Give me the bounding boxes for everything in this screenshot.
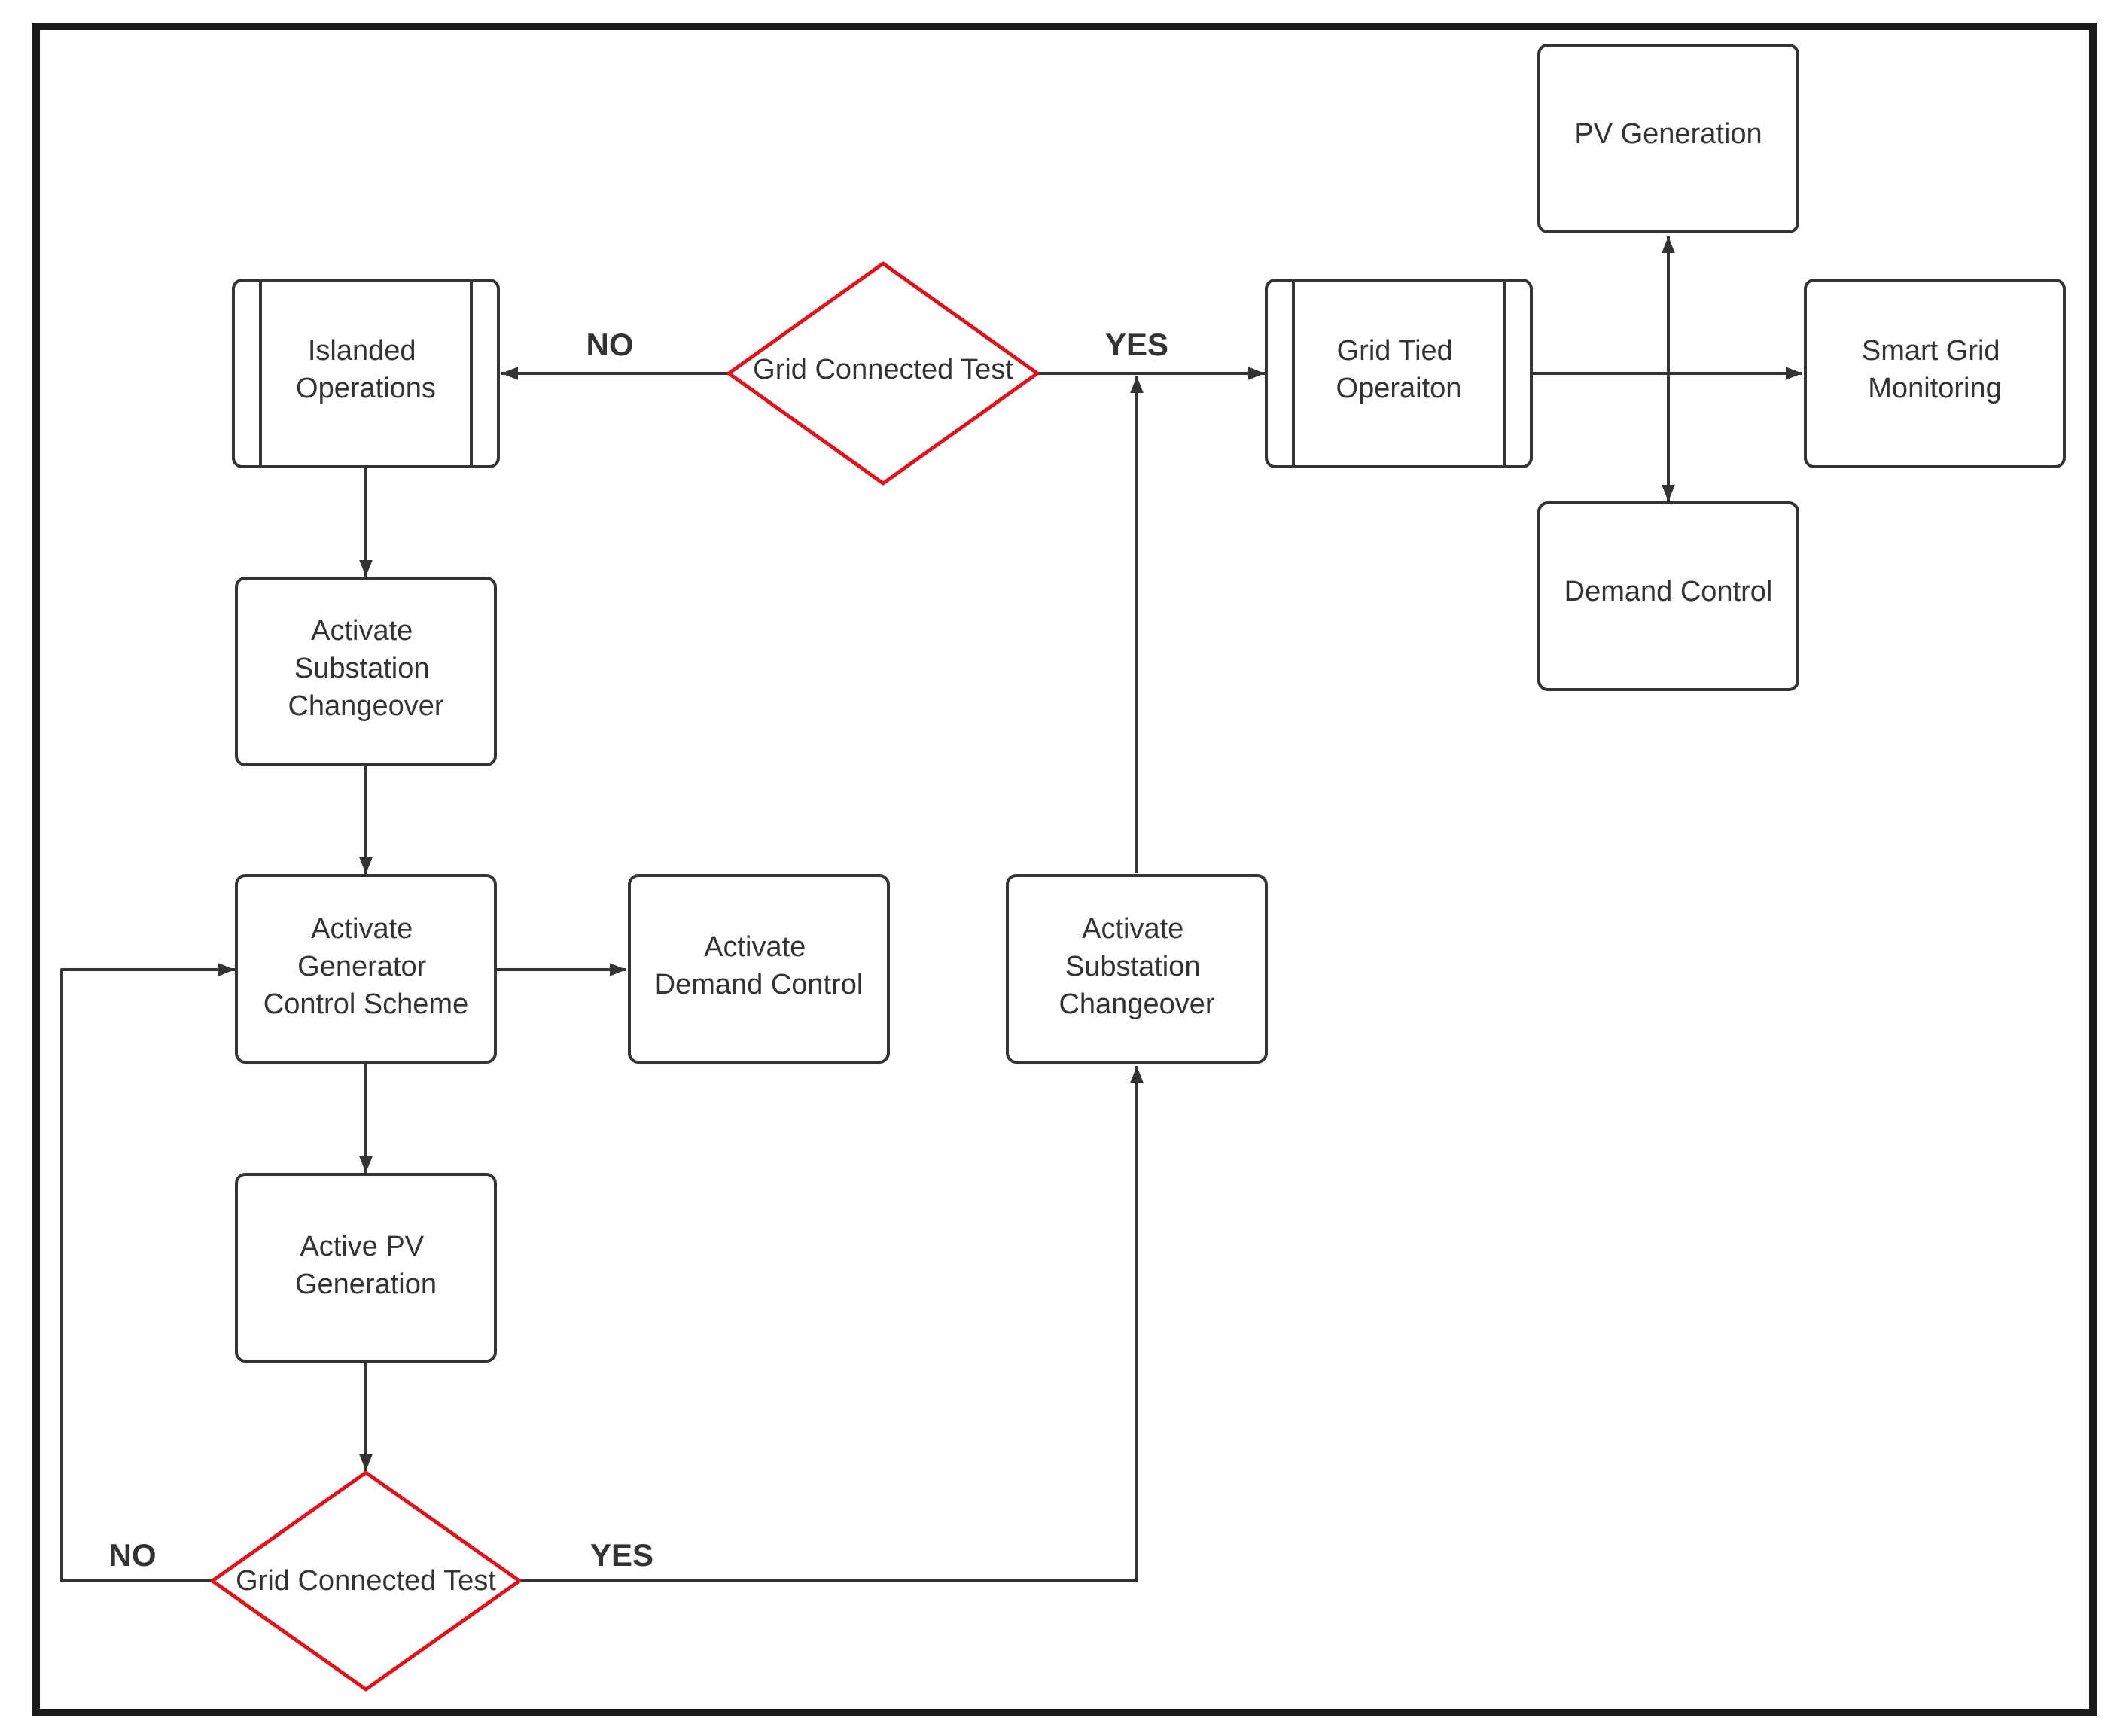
activate-demand-label-line-1: Activate xyxy=(704,931,806,963)
islanded-label-line-1: Islanded xyxy=(308,335,416,367)
edges xyxy=(60,236,1802,1582)
grid-connected-test-top-label: Grid Connected Test xyxy=(753,354,1013,385)
edge-label-bottom-no: NO xyxy=(109,1537,157,1573)
node-demand-control-top: Demand Control xyxy=(1537,501,1799,691)
active-pv-label-line-1: Active PV xyxy=(300,1231,424,1262)
islanded-label-line-2: Operations xyxy=(296,373,436,404)
generator-label-line-3: Control Scheme xyxy=(263,988,468,1020)
node-smart-grid-monitoring: Smart Grid Monitoring xyxy=(1804,279,2066,468)
substation-right-label-line-2: Substation xyxy=(1065,951,1201,982)
node-grid-tied-operation: Grid Tied Operaiton xyxy=(1265,279,1533,468)
node-grid-connected-test-bottom: Grid Connected Test xyxy=(210,1470,522,1692)
svg-text:Activate Substation: Activate Substation Changeover xyxy=(288,615,443,722)
substation-left-label-line-2: Substation xyxy=(294,653,430,684)
node-islanded-operations: Islanded Operations xyxy=(232,279,500,468)
node-pv-generation: PV Generation xyxy=(1537,44,1799,233)
generator-label-line-2: Generator xyxy=(297,951,426,982)
svg-text:Activate Generator: Activate Generator Control Scheme xyxy=(263,913,468,1020)
activate-demand-label-line-2: Demand Control xyxy=(655,969,864,1000)
node-active-pv-generation: Active PV Generation xyxy=(235,1173,497,1363)
node-activate-substation-changeover-left: Activate Substation Changeover xyxy=(235,577,497,766)
svg-text:Smart Grid Monitoring: Smart Grid Monitoring xyxy=(1862,335,2008,404)
node-activate-demand-control: Activate Demand Control xyxy=(628,874,890,1064)
svg-text:Islanded Operations: Islanded Operations xyxy=(296,335,436,404)
substation-right-label-line-1: Activate xyxy=(1082,913,1183,945)
pv-generation-label: PV Generation xyxy=(1574,118,1762,150)
svg-text:Activate Substation: Activate Substation Changeover xyxy=(1059,913,1214,1020)
edge-test-bottom-no-loop xyxy=(60,963,235,1582)
edge-label-top-no: NO xyxy=(586,327,634,362)
svg-text:Active PV Generation: Active PV Generation xyxy=(295,1231,437,1300)
diagram-frame xyxy=(32,23,2097,1716)
edge-test-bottom-yes xyxy=(519,1066,1144,1582)
edge-label-bottom-yes: YES xyxy=(590,1537,653,1573)
node-activate-generator-control-scheme: Activate Generator Control Scheme xyxy=(235,874,497,1064)
generator-label-line-1: Activate xyxy=(311,913,413,945)
node-activate-substation-changeover-right: Activate Substation Changeover xyxy=(1006,874,1268,1064)
smart-grid-label-line-2: Monitoring xyxy=(1868,373,2001,404)
node-grid-connected-test-top: Grid Connected Test xyxy=(726,261,1040,486)
grid-connected-test-bottom-label: Grid Connected Test xyxy=(236,1565,496,1597)
smart-grid-label-line-1: Smart Grid xyxy=(1862,335,2000,367)
grid-tied-label-line-1: Grid Tied xyxy=(1337,335,1453,367)
substation-left-label-line-3: Changeover xyxy=(288,690,443,722)
active-pv-label-line-2: Generation xyxy=(295,1268,437,1300)
edge-label-top-yes: YES xyxy=(1105,327,1168,362)
substation-right-label-line-3: Changeover xyxy=(1059,988,1214,1020)
svg-text:Grid Tied Operaiton: Grid Tied Operaiton xyxy=(1336,335,1462,404)
svg-text:Activate Demand Control: Activate Demand Control xyxy=(655,931,864,1000)
substation-left-label-line-1: Activate xyxy=(311,615,413,647)
grid-tied-label-line-2: Operaiton xyxy=(1336,373,1462,404)
demand-control-top-label: Demand Control xyxy=(1564,576,1773,608)
